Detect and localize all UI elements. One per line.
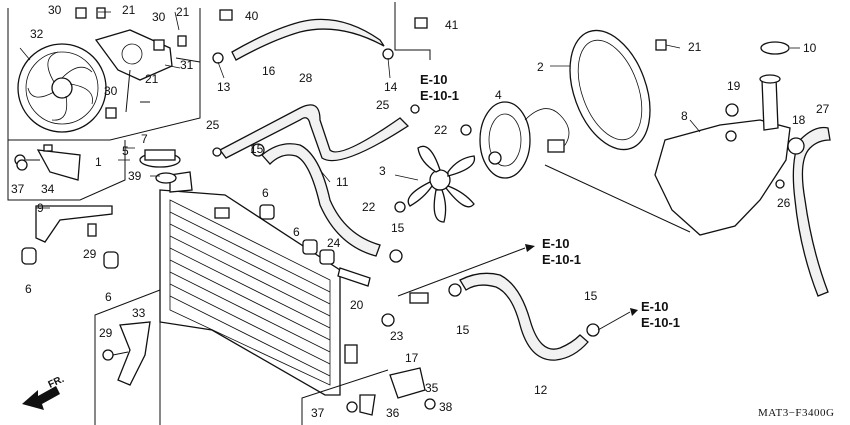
radiator-core [155, 171, 358, 396]
ref-e10: E-10 [420, 72, 447, 87]
callout-20: 20 [350, 298, 364, 312]
callout-40: 40 [245, 9, 259, 23]
callout-33: 33 [132, 306, 146, 320]
callout-36: 36 [386, 406, 400, 420]
reference-boxes [301, 2, 691, 425]
callout-27: 27 [816, 102, 830, 116]
reservoir-tank-8 [654, 41, 805, 236]
callout-23: 23 [390, 329, 404, 343]
callout-6: 6 [262, 186, 269, 200]
ref-e10-1: E-10-1 [641, 315, 680, 330]
callout-6: 6 [105, 290, 112, 304]
callout-32: 32 [30, 27, 44, 41]
callout-30: 30 [104, 84, 118, 98]
ref-e10-1: E-10-1 [420, 88, 459, 103]
ref-e10: E-10 [641, 299, 668, 314]
radiator-cap-39 [139, 149, 181, 168]
callout-10: 10 [803, 41, 817, 55]
callout-14: 14 [384, 80, 398, 94]
callout-1: 1 [95, 155, 102, 169]
callout-41: 41 [445, 18, 459, 32]
cross-references: E-10 E-10-1 E-10 E-10-1 E-10 E-10-1 [420, 72, 680, 330]
callout-21: 21 [122, 3, 136, 17]
callout-39: 39 [128, 169, 142, 183]
callout-2: 2 [537, 60, 544, 74]
shroud-2 [569, 29, 651, 151]
callout-8: 8 [681, 109, 688, 123]
bracket-33-box [94, 289, 161, 425]
callout-28: 28 [299, 71, 313, 85]
callout-6: 6 [25, 282, 32, 296]
callout-15: 15 [250, 142, 264, 156]
callout-15: 15 [391, 221, 405, 235]
callout-22: 22 [362, 200, 376, 214]
hose-28 [219, 104, 410, 162]
diagram-code: MAT3−F3400G [758, 407, 835, 419]
callout-5: 5 [122, 144, 129, 158]
callout-4: 4 [495, 88, 502, 102]
callout-6: 6 [293, 225, 300, 239]
callout-35: 35 [425, 381, 439, 395]
callout-7: 7 [141, 132, 148, 146]
callout-15: 15 [456, 323, 470, 337]
bracket-box-left [7, 140, 126, 201]
callout-29: 29 [99, 326, 113, 340]
callout-15: 15 [584, 289, 598, 303]
hose-12 [459, 272, 589, 361]
fan-blade-3 [407, 145, 476, 223]
ref-e10: E-10 [542, 236, 569, 251]
callout-30: 30 [152, 10, 166, 24]
callout-37: 37 [311, 406, 325, 420]
callout-26: 26 [777, 196, 791, 210]
hose-27 [792, 126, 831, 297]
callout-21: 21 [688, 40, 702, 54]
ref-e10-1: E-10-1 [542, 252, 581, 267]
leader-lines [19, 11, 800, 209]
callout-17: 17 [405, 351, 419, 365]
fan-motor-4 [479, 101, 570, 179]
callout-21: 21 [145, 72, 159, 86]
callout-9: 9 [37, 201, 44, 215]
callout-37: 37 [11, 182, 25, 196]
callout-31: 31 [180, 58, 194, 72]
hose-16 [231, 18, 385, 61]
clamps-and-bolts [16, 9, 785, 416]
callout-34: 34 [41, 182, 55, 196]
callout-29: 29 [83, 247, 97, 261]
callout-21: 21 [176, 5, 190, 19]
fan-shroud-assembly [7, 7, 201, 141]
callout-30: 30 [48, 3, 62, 17]
front-direction-arrow: FR. [22, 374, 66, 410]
callout-numbers: 30 21 30 21 40 41 32 31 21 30 13 16 14 2… [11, 3, 830, 420]
callout-16: 16 [262, 64, 276, 78]
callout-19: 19 [727, 79, 741, 93]
callout-11: 11 [336, 175, 349, 189]
callout-3: 3 [379, 164, 386, 178]
callout-22: 22 [434, 123, 448, 137]
bracket-9 [21, 205, 119, 269]
callout-38: 38 [439, 400, 453, 414]
callout-12: 12 [534, 383, 548, 397]
callout-13: 13 [217, 80, 231, 94]
callout-25: 25 [376, 98, 390, 112]
callout-18: 18 [792, 113, 806, 127]
front-label: FR. [47, 374, 66, 391]
hose-11 [261, 143, 381, 257]
callout-24: 24 [327, 236, 341, 250]
callout-25: 25 [206, 118, 220, 132]
